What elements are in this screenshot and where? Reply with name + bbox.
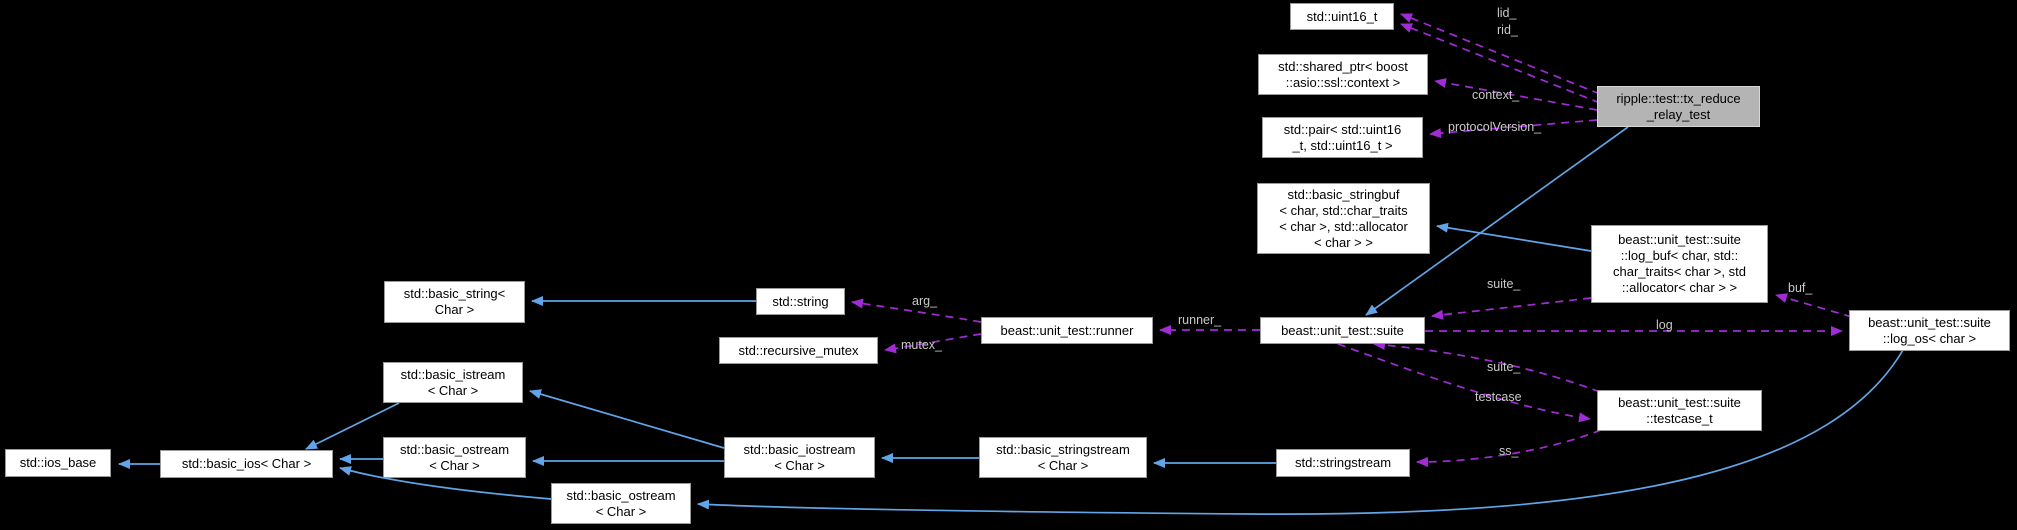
edge-label-rid: rid_ bbox=[1497, 23, 1518, 37]
node-beast-unit-test-suite-testcase-t[interactable]: beast::unit_test::suite ::testcase_t bbox=[1597, 390, 1762, 431]
edge-inheritance-basic-iostream-to-basic-istream bbox=[529, 389, 725, 449]
node-beast-unit-test-suite-log-os[interactable]: beast::unit_test::suite ::log_os< char > bbox=[1849, 310, 2010, 351]
node-std-stringstream[interactable]: std::stringstream bbox=[1276, 449, 1410, 477]
edge-member-arg-to-string bbox=[851, 298, 982, 323]
edge-label-log: log bbox=[1656, 318, 1673, 332]
node-std-ios-base[interactable]: std::ios_base bbox=[5, 449, 111, 477]
edge-member-lid-to-uint16 bbox=[1400, 13, 1601, 95]
edge-label-ss: ss_ bbox=[1499, 444, 1519, 458]
node-std-basic-iostream[interactable]: std::basic_iostream < Char > bbox=[724, 437, 875, 478]
node-std-basic-string[interactable]: std::basic_string< Char > bbox=[384, 281, 525, 323]
edge-label-buf: buf_ bbox=[1788, 281, 1813, 295]
edge-inheritance-txtest-to-suite bbox=[1365, 126, 1629, 316]
node-beast-unit-test-suite[interactable]: beast::unit_test::suite bbox=[1260, 317, 1425, 344]
node-std-uint16-t[interactable]: std::uint16_t bbox=[1290, 3, 1394, 30]
node-std-recursive-mutex[interactable]: std::recursive_mutex bbox=[719, 337, 878, 364]
node-std-string[interactable]: std::string bbox=[756, 288, 845, 315]
edge-inheritance-basic-ostream2-to-basic-ios bbox=[339, 466, 552, 500]
node-std-basic-istream[interactable]: std::basic_istream < Char > bbox=[383, 362, 523, 403]
node-beast-unit-test-runner[interactable]: beast::unit_test::runner bbox=[981, 317, 1153, 344]
node-std-basic-stringstream[interactable]: std::basic_stringstream < Char > bbox=[979, 437, 1147, 478]
edge-member-suite-from-logbuf bbox=[1431, 297, 1592, 320]
node-std-basic-stringbuf[interactable]: std::basic_stringbuf < char, std::char_t… bbox=[1257, 183, 1430, 254]
node-std-basic-ostream-2[interactable]: std::basic_ostream < Char > bbox=[551, 483, 691, 524]
edge-label-arg: arg_ bbox=[912, 294, 938, 308]
edge-member-rid-to-uint16 bbox=[1400, 23, 1601, 104]
edge-label-suite-from-logbuf: suite_ bbox=[1487, 277, 1521, 291]
edge-label-protocolversion: protocolVersion_ bbox=[1448, 120, 1542, 134]
node-std-basic-ostream[interactable]: std::basic_ostream < Char > bbox=[383, 437, 526, 478]
edge-member-suite-from-testcase-t bbox=[1373, 340, 1601, 393]
node-beast-unit-test-suite-log-buf[interactable]: beast::unit_test::suite ::log_buf< char,… bbox=[1591, 225, 1768, 303]
edge-label-testcase: testcase bbox=[1475, 390, 1522, 404]
node-ripple-test-tx-reduce-relay-test: ripple::test::tx_reduce _relay_test bbox=[1597, 86, 1760, 127]
node-std-pair-uint16-uint16[interactable]: std::pair< std::uint16 _t, std::uint16_t… bbox=[1262, 117, 1423, 158]
node-std-basic-ios[interactable]: std::basic_ios< Char > bbox=[160, 450, 333, 478]
edge-label-runner: runner_ bbox=[1178, 313, 1222, 327]
edge-member-buf-to-logbuf bbox=[1775, 293, 1853, 318]
edge-member-testcase-to-testcase-t bbox=[1337, 343, 1591, 423]
edge-member-ss-to-stringstream bbox=[1416, 429, 1602, 467]
node-std-shared-ptr-ssl-context[interactable]: std::shared_ptr< boost ::asio::ssl::cont… bbox=[1258, 54, 1428, 95]
edge-label-suite-from-testcase: suite_ bbox=[1487, 360, 1521, 374]
edge-inheritance-logbuf-to-basic-stringbuf bbox=[1436, 222, 1592, 252]
edge-label-lid: lid_ bbox=[1497, 6, 1517, 20]
edge-label-mutex: mutex_ bbox=[901, 338, 942, 352]
edge-label-context: context_ bbox=[1472, 88, 1520, 102]
edge-member-mutex-to-recursive-mutex bbox=[884, 333, 982, 354]
edge-inheritance-logos-to-basic-ostream2 bbox=[697, 349, 1904, 515]
edge-inheritance-basic-istream-to-basic-ios bbox=[305, 402, 400, 450]
